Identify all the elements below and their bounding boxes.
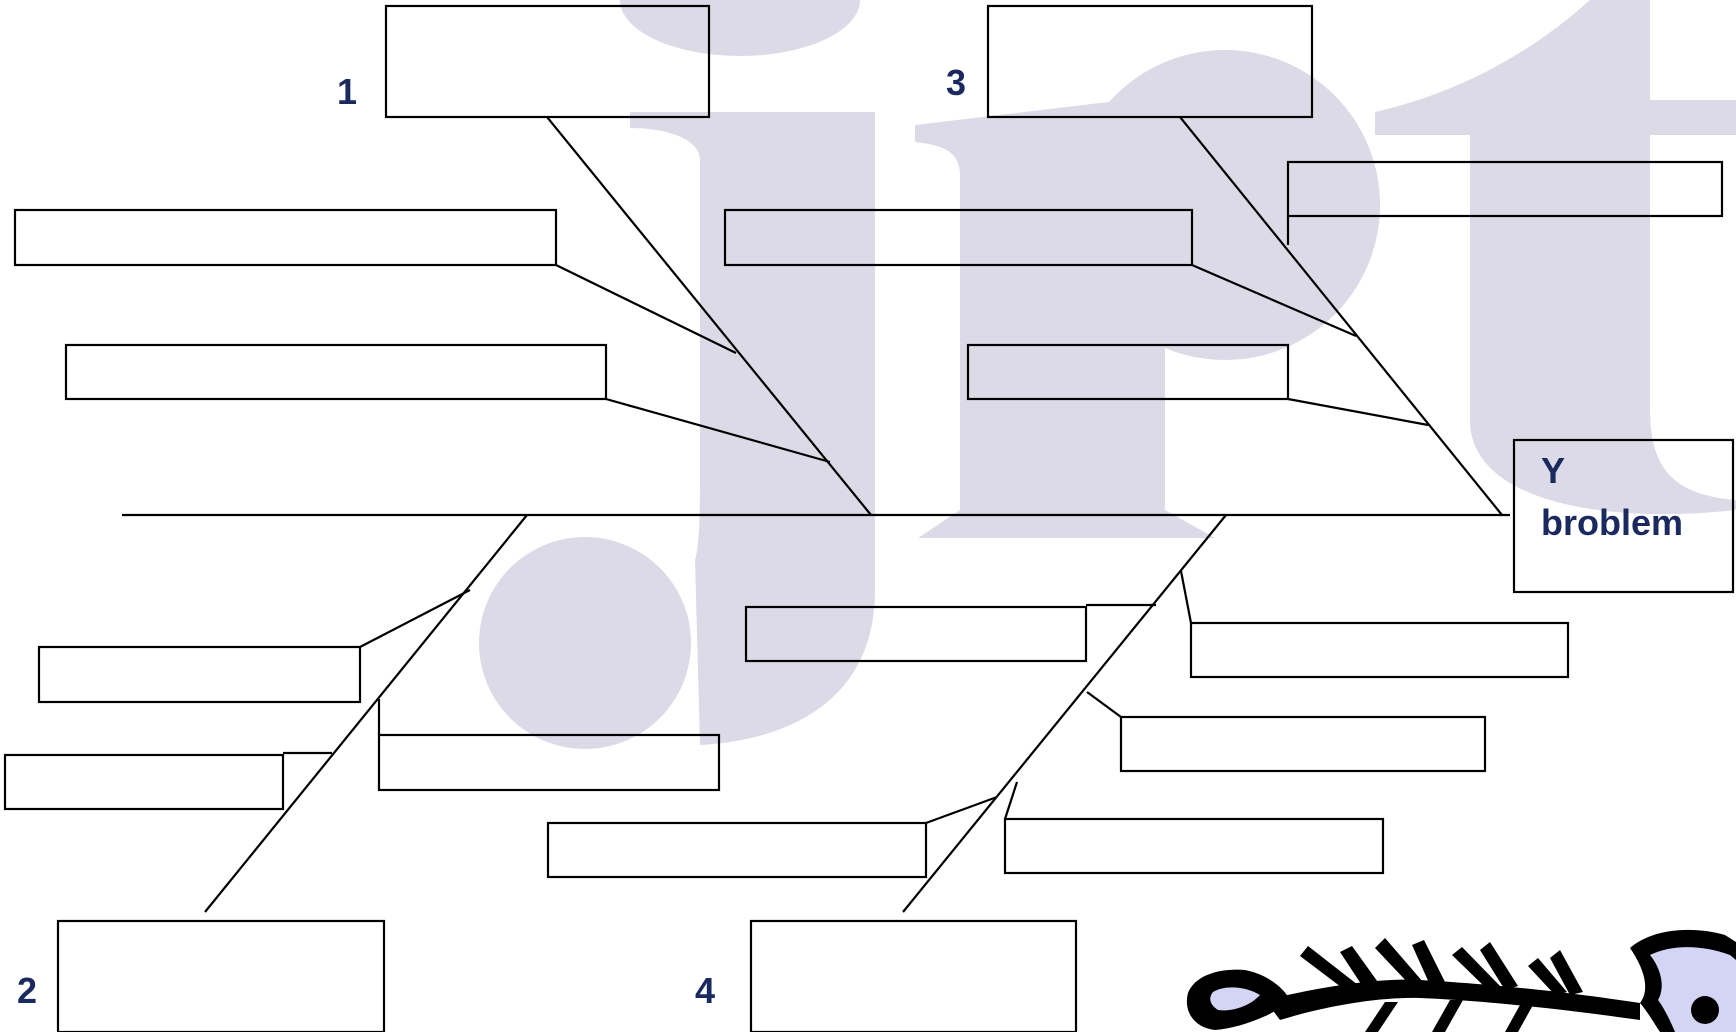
- cause-box-2a[interactable]: [39, 647, 360, 702]
- branch-number-2: 2: [17, 970, 37, 1011]
- fish-rib-down-2: [1432, 1000, 1463, 1032]
- connector-4b: [1181, 571, 1191, 623]
- connector-3c: [1288, 399, 1428, 425]
- branch-4-bone: [903, 515, 1226, 912]
- watermark-logo: [479, 0, 1736, 749]
- watermark-j-hook: [479, 537, 691, 749]
- category-box-4[interactable]: [751, 921, 1076, 1032]
- branch-2-bone: [205, 515, 527, 912]
- cause-box-2c[interactable]: [5, 755, 283, 809]
- effect-label-line1: Y: [1541, 450, 1565, 491]
- cause-box-1a[interactable]: [15, 210, 556, 265]
- category-box-2[interactable]: [58, 921, 384, 1032]
- cause-box-4e[interactable]: [1005, 819, 1383, 873]
- connector-2a: [360, 590, 470, 647]
- effect-label-line2: broblem: [1541, 502, 1683, 543]
- connector-4c: [1087, 692, 1121, 717]
- cause-box-4d[interactable]: [548, 823, 926, 877]
- watermark-j-dot: [620, 0, 860, 56]
- connector-4e: [1005, 782, 1017, 819]
- fish-skeleton-icon: [1187, 930, 1736, 1032]
- branch-number-1: 1: [337, 71, 357, 112]
- watermark-i-dot: [1070, 50, 1380, 360]
- cause-box-4c[interactable]: [1121, 717, 1485, 771]
- branch-number-3: 3: [946, 62, 966, 103]
- branch-number-4: 4: [695, 970, 715, 1011]
- watermark-t: [1375, 0, 1736, 514]
- fish-rib-down-3: [1505, 1005, 1533, 1032]
- fish-rib-down-1: [1365, 1002, 1398, 1032]
- fish-eye: [1691, 996, 1719, 1024]
- cause-box-2b[interactable]: [379, 735, 719, 790]
- cause-box-4b[interactable]: [1191, 623, 1568, 677]
- cause-box-1b[interactable]: [66, 345, 606, 399]
